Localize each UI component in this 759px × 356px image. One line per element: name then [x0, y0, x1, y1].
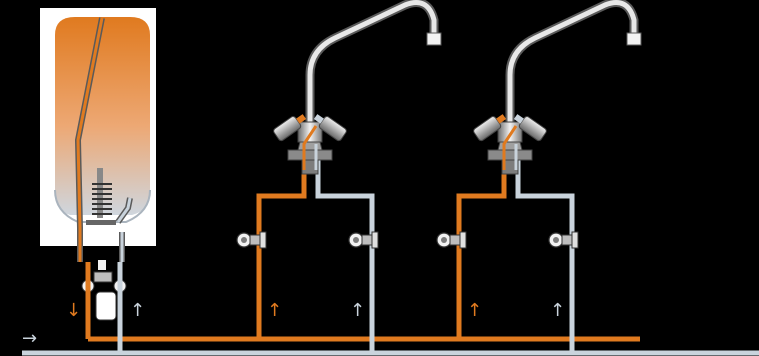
cold-branch-1 [315, 160, 375, 240]
cold-up-arrow-2-icon: ↑ [550, 300, 566, 321]
hot-up-arrow-2-icon: ↑ [467, 300, 483, 321]
hot-up-arrow-1-icon: ↑ [267, 300, 283, 321]
hot-stop-valve-1[interactable] [236, 231, 267, 249]
mixer-faucet-1[interactable] [273, 3, 441, 174]
hot-branch-1 [256, 160, 307, 240]
cold-up-arrow-1-icon: ↑ [350, 300, 366, 321]
cold-stop-valve-1[interactable] [348, 231, 379, 249]
hot-down-arrow-icon: ↓ [66, 300, 82, 321]
cold-stop-valve-2[interactable] [548, 231, 579, 249]
coil-heating-element [86, 168, 116, 225]
hot-branch-2 [456, 160, 507, 240]
cold-up-arrow-heater-icon: ↑ [130, 300, 146, 321]
hot-stop-valve-2[interactable] [436, 231, 467, 249]
mixer-faucet-2[interactable] [473, 3, 641, 174]
cold-branch-2 [515, 160, 575, 240]
inlet-arrow-icon: → [22, 328, 38, 349]
